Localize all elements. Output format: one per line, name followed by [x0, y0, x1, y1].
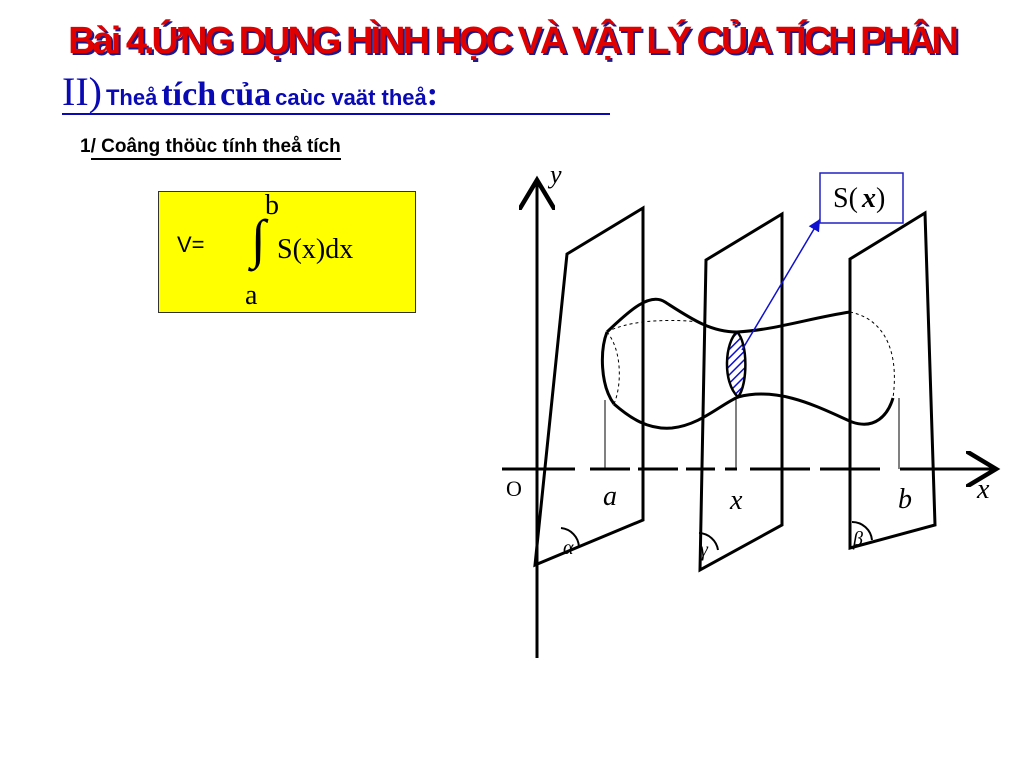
subsection-title: 1/ Coâng thöùc tính theå tích [80, 136, 341, 160]
heading-paren: ) [88, 69, 102, 114]
heading-word-4: caùc vaät theå [275, 85, 427, 110]
formula-integrand: S(x)dx [277, 234, 354, 265]
origin-label: O [506, 476, 522, 501]
heading-word-1: Theå [105, 85, 158, 110]
angle-arc-beta [851, 520, 873, 541]
heading-underline [62, 113, 610, 115]
point-a-label: a [603, 481, 617, 512]
volume-formula-box: V= b ∫ S(x)dx a [158, 190, 416, 313]
angle-arc-gamma [698, 532, 719, 551]
heading-word-2: tích [161, 76, 217, 113]
callout-close: ) [876, 183, 885, 214]
subsection-number: 1 [80, 136, 91, 157]
point-x-label: x [729, 485, 743, 516]
y-axis-label: y [547, 160, 562, 189]
solid-body [600, 297, 900, 469]
angle-gamma-label: γ [700, 539, 709, 561]
integral-sign: ∫ [251, 209, 266, 269]
x-axis-label: x [976, 474, 990, 505]
subsection-text: / Coâng thöùc tính theå tích [90, 136, 341, 160]
point-b-label: b [898, 484, 912, 515]
plane-x [698, 211, 784, 573]
callout-arrow [741, 218, 821, 351]
plane-b [848, 210, 937, 550]
plane-a [533, 205, 645, 568]
cross-section-area [725, 330, 747, 399]
callout-box [819, 172, 904, 224]
angle-alpha-label: α [563, 537, 574, 559]
section-heading: II) Theå tích của caùc vaät theå: [62, 68, 438, 115]
roman-numeral: II [62, 69, 89, 114]
callout-x-label: x [861, 183, 876, 214]
formula-lower-limit: a [245, 280, 258, 311]
formula-upper-limit: b [265, 190, 279, 221]
angle-beta-label: β [852, 528, 863, 550]
callout-S-label: S( [833, 183, 858, 214]
heading-word-3: của [220, 76, 272, 113]
formula-lhs: V= [177, 232, 205, 257]
heading-colon: : [426, 76, 439, 113]
angle-arc-alpha [560, 527, 580, 548]
slide-title: Bài 4.ỨNG DỤNG HÌNH HỌC VÀ VẬT LÝ CỦA TÍ… [68, 20, 959, 62]
